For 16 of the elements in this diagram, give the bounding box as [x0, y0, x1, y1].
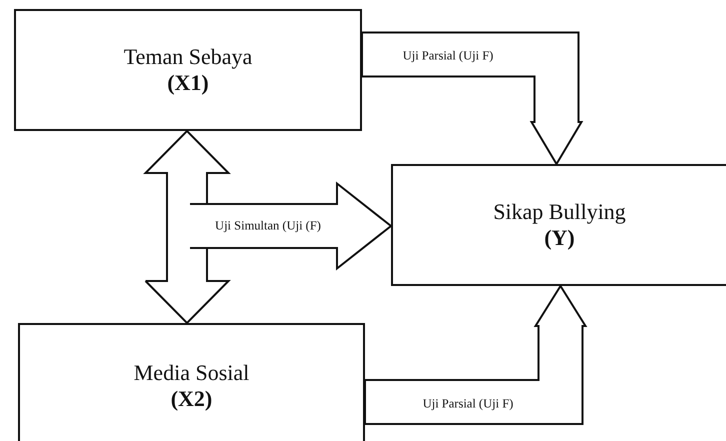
edge-label: Uji Simultan (Uji (F)	[215, 218, 321, 234]
variable-box	[391, 164, 726, 286]
block-arrow	[143, 130, 231, 324]
variable-name: Media Sosial	[134, 360, 250, 386]
variable-box	[18, 323, 365, 441]
variable-name: Sikap Bullying	[493, 199, 626, 225]
block-arrow	[361, 32, 584, 166]
block-arrow	[364, 284, 588, 425]
variable-symbol: (Y)	[544, 225, 575, 251]
variable-symbol: (X1)	[167, 70, 209, 96]
variable-symbol: (X2)	[170, 386, 212, 412]
block-arrow	[189, 181, 393, 271]
variable-box	[14, 9, 362, 131]
variable-name: Teman Sebaya	[124, 44, 252, 70]
edge-label: Uji Parsial (Uji F)	[402, 48, 494, 64]
edge-label: Uji Parsial (Uji F)	[422, 396, 514, 412]
